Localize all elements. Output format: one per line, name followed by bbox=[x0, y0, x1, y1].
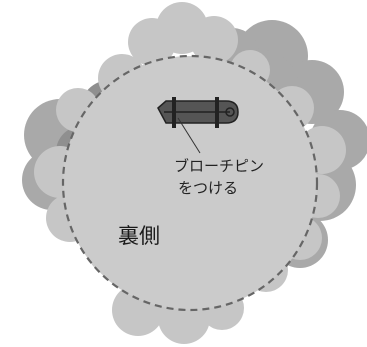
back-circle bbox=[61, 54, 319, 312]
callout-line-1: ブローチピン bbox=[174, 157, 264, 175]
callout-leader bbox=[177, 117, 201, 154]
brooch-pin-icon bbox=[157, 97, 239, 128]
side-label: 裏側 bbox=[118, 224, 160, 248]
callout-line-2: をつける bbox=[178, 179, 238, 197]
